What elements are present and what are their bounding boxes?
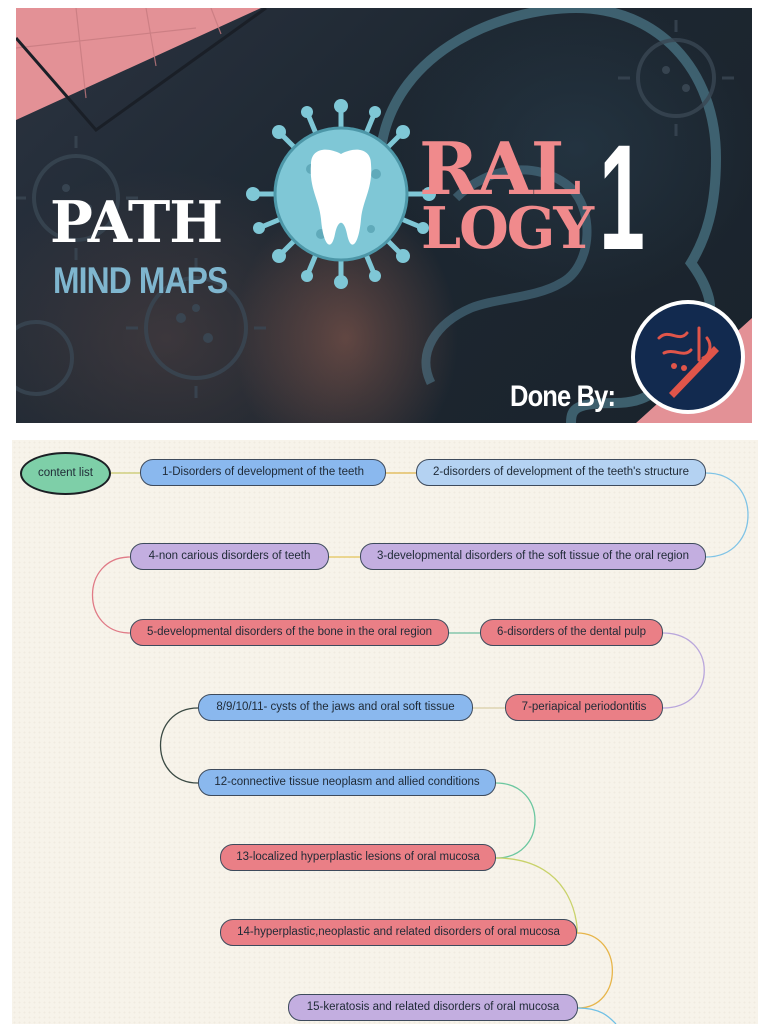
content-list-root[interactable]: content list [20,452,111,495]
title-logy: LOGY [421,195,594,262]
cover-banner: PATH MIND MAPS RAL LOGY 1 Done By: [16,8,752,423]
background-virus-shapes [16,38,716,396]
throat-outline [421,165,592,386]
mind-map-node[interactable]: 2-disorders of development of the teeth'… [416,459,706,486]
subtitle-mind-maps: MIND MAPS [53,260,228,301]
mind-map-node[interactable]: 7-periapical periodontitis [505,694,663,721]
mind-map-node[interactable]: 14-hyperplastic,neoplastic and related d… [220,919,577,946]
tooth-virus-icon [246,99,436,289]
done-by-label: Done By: [510,380,616,413]
part-number: 1 [599,113,645,281]
title-ral: RAL [419,126,581,211]
mind-map-node[interactable]: 1-Disorders of development of the teeth [140,459,386,486]
mind-map-node[interactable]: 13-localized hyperplastic lesions of ora… [220,844,496,871]
mind-map-node[interactable]: 15-keratosis and related disorders of or… [288,994,578,1021]
pen-nib-icon [669,346,719,398]
mind-map-node[interactable]: 8/9/10/11- cysts of the jaws and oral so… [198,694,473,721]
pink-tile-corner [16,8,261,120]
title-path: PATH [50,189,223,256]
mind-map-connectors [91,472,749,1024]
tooth-shape [310,149,372,245]
mind-map-node[interactable]: 3-developmental disorders of the soft ti… [360,543,706,570]
dark-corner-line [16,8,267,133]
mind-map-node[interactable]: 12-connective tissue neoplasm and allied… [198,769,496,796]
mind-map-node[interactable]: 4-non carious disorders of teeth [130,543,329,570]
mind-map-node[interactable]: 5-developmental disorders of the bone in… [130,619,449,646]
content-mind-map: content list 1-Disorders of development … [12,440,758,1024]
team-logo [631,300,745,414]
mind-map-node[interactable]: 6-disorders of the dental pulp [480,619,663,646]
